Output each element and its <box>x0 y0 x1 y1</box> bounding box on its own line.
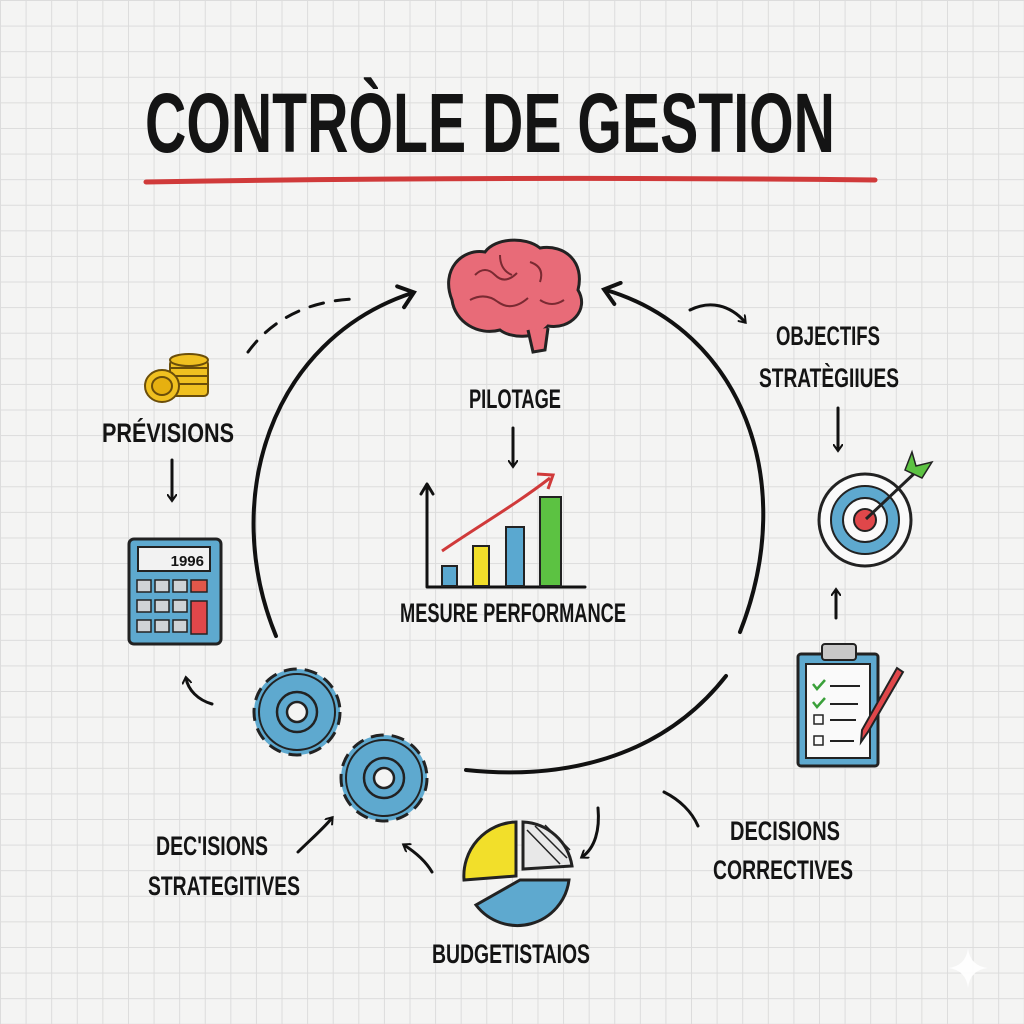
arrow-decisions-correctives <box>662 790 700 828</box>
bar-3 <box>505 526 525 587</box>
pie-chart-icon <box>462 820 574 928</box>
calculator-display: 1996 <box>171 553 204 570</box>
cycle-arc-bottom <box>464 674 728 775</box>
objectifs-line1: OBJECTIFS <box>776 321 880 351</box>
decisions-strategiques-line2: STRATEGITIVES <box>148 871 300 901</box>
previsions-label: PRÉVISIONS <box>102 417 234 448</box>
arrow-to-gear-right <box>404 845 434 874</box>
pilotage-label: PILOTAGE <box>469 384 561 414</box>
cycle-arrow-right <box>600 280 766 634</box>
decisions-strategiques-line1: DEC'ISIONS <box>156 831 268 861</box>
arrow-to-pie <box>582 806 600 857</box>
objectifs-line2: STRATÈGIIUES <box>759 362 899 393</box>
clipboard-icon <box>796 643 905 768</box>
bar-2 <box>472 545 490 587</box>
title-underline <box>143 175 878 185</box>
dashed-arrow <box>246 297 358 354</box>
budget-label: BUDGETISTAIOS <box>432 939 590 969</box>
bar-4 <box>539 496 562 587</box>
mesure-performance-label: MESURE PERFORMANCE <box>400 598 626 628</box>
brain-icon <box>447 238 584 354</box>
calculator-icon: 1996 <box>127 537 223 646</box>
cycle-arrow-left <box>251 284 417 638</box>
arrow-to-calculator <box>186 678 214 706</box>
coins-icon <box>144 353 209 403</box>
decisions-correctives-line2: CORRECTIVES <box>713 855 853 885</box>
arrow-to-objectifs <box>688 303 745 322</box>
sparkle-icon <box>948 948 988 988</box>
target-icon <box>817 449 934 568</box>
page-title: CONTRÒLE DE GESTION <box>145 76 835 170</box>
gears-icon <box>252 667 429 823</box>
bar-chart-icon <box>419 472 587 589</box>
decisions-correctives-line1: DECISIONS <box>730 816 840 846</box>
arrow-to-gear-left <box>296 818 332 854</box>
bar-1 <box>441 565 458 587</box>
